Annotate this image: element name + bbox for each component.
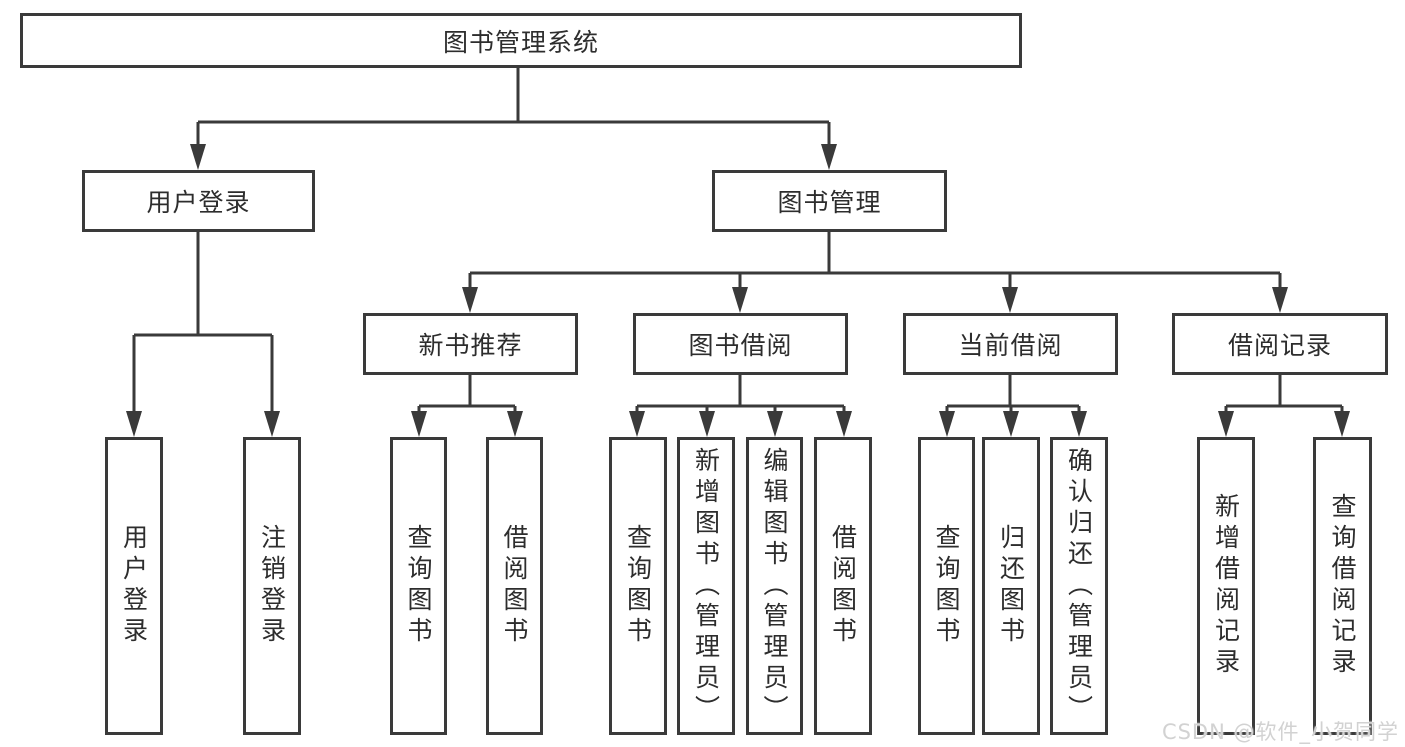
arrowhead	[1272, 287, 1288, 313]
leaf-borrow-books: 借阅图书	[814, 437, 872, 735]
leaf-label: 新增图书（管理员）	[691, 446, 721, 726]
arrowhead	[732, 287, 748, 313]
leaf-label: 归还图书	[996, 524, 1026, 648]
arrowhead	[1218, 411, 1234, 437]
arrowhead	[1002, 287, 1018, 313]
connector-book-management-to-level3	[468, 232, 1282, 289]
node-new-book-recommend: 新书推荐	[363, 313, 578, 375]
arrowhead	[699, 411, 715, 437]
arrowhead	[821, 144, 837, 170]
arrowhead	[939, 411, 955, 437]
arrowhead	[1071, 411, 1087, 437]
leaf-label: 借阅图书	[500, 524, 529, 648]
node-borrow-records: 借阅记录	[1172, 313, 1388, 375]
node-user-login: 用户登录	[82, 170, 315, 232]
arrowhead	[767, 411, 783, 437]
leaf-borrow-books-recommend: 借阅图书	[486, 437, 543, 735]
node-book-management: 图书管理	[712, 170, 947, 232]
leaf-label: 确认归还（管理员）	[1064, 446, 1094, 726]
leaf-return-books: 归还图书	[982, 437, 1040, 735]
leaf-query-books-recommend: 查询图书	[390, 437, 447, 735]
connector-borrow-record-to-leaves	[1224, 375, 1344, 413]
leaf-edit-book-admin: 编辑图书（管理员）	[746, 437, 803, 735]
leaf-query-books-current: 查询图书	[918, 437, 975, 735]
leaf-label: 查询图书	[404, 524, 433, 648]
arrowhead	[629, 411, 645, 437]
arrowhead	[1003, 411, 1019, 437]
node-library-management-system: 图书管理系统	[20, 13, 1022, 68]
leaf-label: 用户登录	[119, 524, 149, 648]
arrowhead	[836, 411, 852, 437]
leaf-label: 查询借阅记录	[1328, 493, 1357, 679]
arrowhead	[1334, 411, 1350, 437]
leaf-query-books-borrowing: 查询图书	[609, 437, 667, 735]
leaf-user-login: 用户登录	[105, 437, 163, 735]
connector-current-borrow-to-leaves	[945, 375, 1081, 413]
leaf-query-borrow-record: 查询借阅记录	[1313, 437, 1372, 735]
arrowhead	[264, 411, 280, 437]
leaf-confirm-return-admin: 确认归还（管理员）	[1050, 437, 1108, 735]
arrowhead	[190, 144, 206, 170]
leaf-label: 借阅图书	[828, 524, 858, 648]
connector-root-to-level2	[196, 68, 831, 146]
arrowhead	[462, 287, 478, 313]
csdn-watermark: CSDN @软件_小贺同学	[1161, 720, 1399, 744]
leaf-add-borrow-record: 新增借阅记录	[1197, 437, 1255, 735]
connector-new-book-to-leaves	[417, 375, 517, 413]
arrowhead	[507, 411, 523, 437]
arrowhead	[126, 411, 142, 437]
leaf-add-book-admin: 新增图书（管理员）	[677, 437, 735, 735]
leaf-logout: 注销登录	[243, 437, 301, 735]
leaf-label: 编辑图书（管理员）	[760, 446, 789, 726]
leaf-label: 新增借阅记录	[1211, 493, 1241, 679]
node-book-borrowing: 图书借阅	[633, 313, 848, 375]
arrowhead	[411, 411, 427, 437]
connector-book-borrow-to-leaves	[635, 375, 846, 413]
connector-user-login-to-leaves	[132, 232, 274, 413]
leaf-label: 注销登录	[257, 524, 287, 648]
leaf-label: 查询图书	[932, 524, 961, 648]
leaf-label: 查询图书	[623, 524, 653, 648]
node-current-borrowing: 当前借阅	[903, 313, 1118, 375]
